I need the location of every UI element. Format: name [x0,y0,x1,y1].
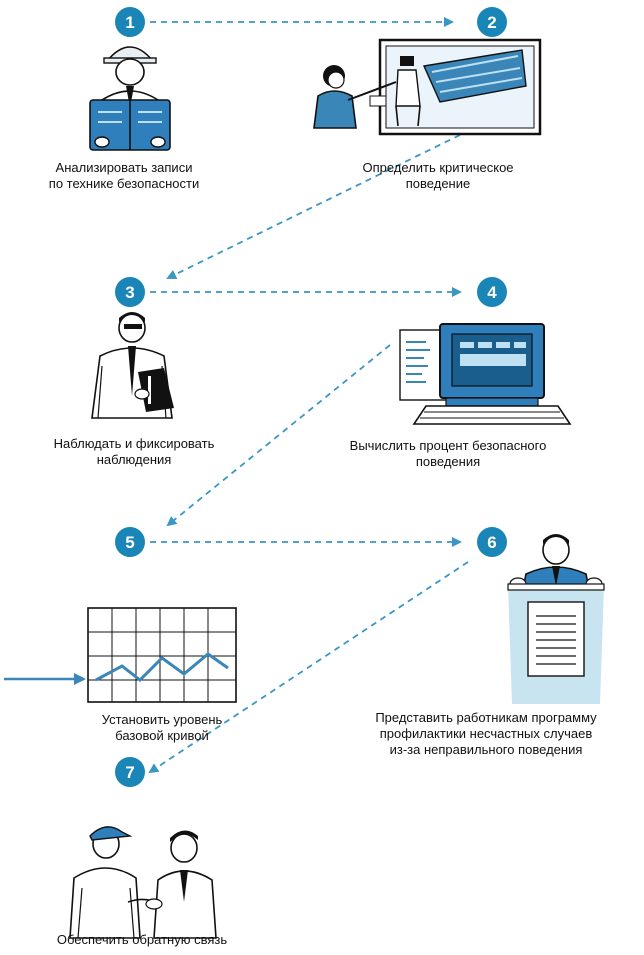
arrow-4-to-5 [166,344,391,527]
arrow-2-to-3 [166,134,461,279]
step-1-number: 1 [125,13,134,32]
computer-icon [399,323,572,425]
step-3-badge-circle [115,277,145,307]
arrow-6-to-7 [148,561,469,774]
step-2-badge-circle [477,7,507,37]
step-badges: 1 2 3 4 5 6 7 [115,7,507,787]
step-1-caption: Анализировать записи по технике безопасн… [48,160,200,191]
step-1-badge-circle [115,7,145,37]
step-7-badge-circle [115,757,145,787]
step-4-badge: 4 [477,277,507,307]
observer-with-clipboard-icon [91,312,174,419]
step-6-caption: Представить работникам программу профила… [375,710,597,757]
step-3-badge: 3 [115,277,145,307]
step-5-number: 5 [125,533,134,552]
step-7-badge: 7 [115,757,145,787]
connectors [148,17,469,774]
baseline-chart-icon [4,607,237,703]
step-6-badge-circle [477,527,507,557]
step-7-caption: Обеспечить обратную связь [56,932,228,947]
step-7-number: 7 [125,763,134,782]
step-3-caption: Наблюдать и фиксировать наблюдения [53,436,215,467]
worker-reading-book-icon [89,46,171,151]
step-5-badge-circle [115,527,145,557]
step-2-number: 2 [487,13,496,32]
step-5-badge: 5 [115,527,145,557]
two-people-talking-icon [69,826,217,939]
step-1-badge: 1 [115,7,145,37]
step-4-caption: Вычислить процент безопасного поведения [349,438,547,469]
speaker-at-podium-icon [507,534,605,704]
step-2-badge: 2 [477,7,507,37]
step-5-caption: Установить уровень базовой кривой [101,712,223,743]
step-4-badge-circle [477,277,507,307]
step-3-number: 3 [125,283,134,302]
step-2-caption: Определить критическое поведение [362,160,514,191]
step-4-number: 4 [487,283,497,302]
presenter-with-screen-icon [313,38,542,136]
step-6-badge: 6 [477,527,507,557]
step-6-number: 6 [487,533,496,552]
